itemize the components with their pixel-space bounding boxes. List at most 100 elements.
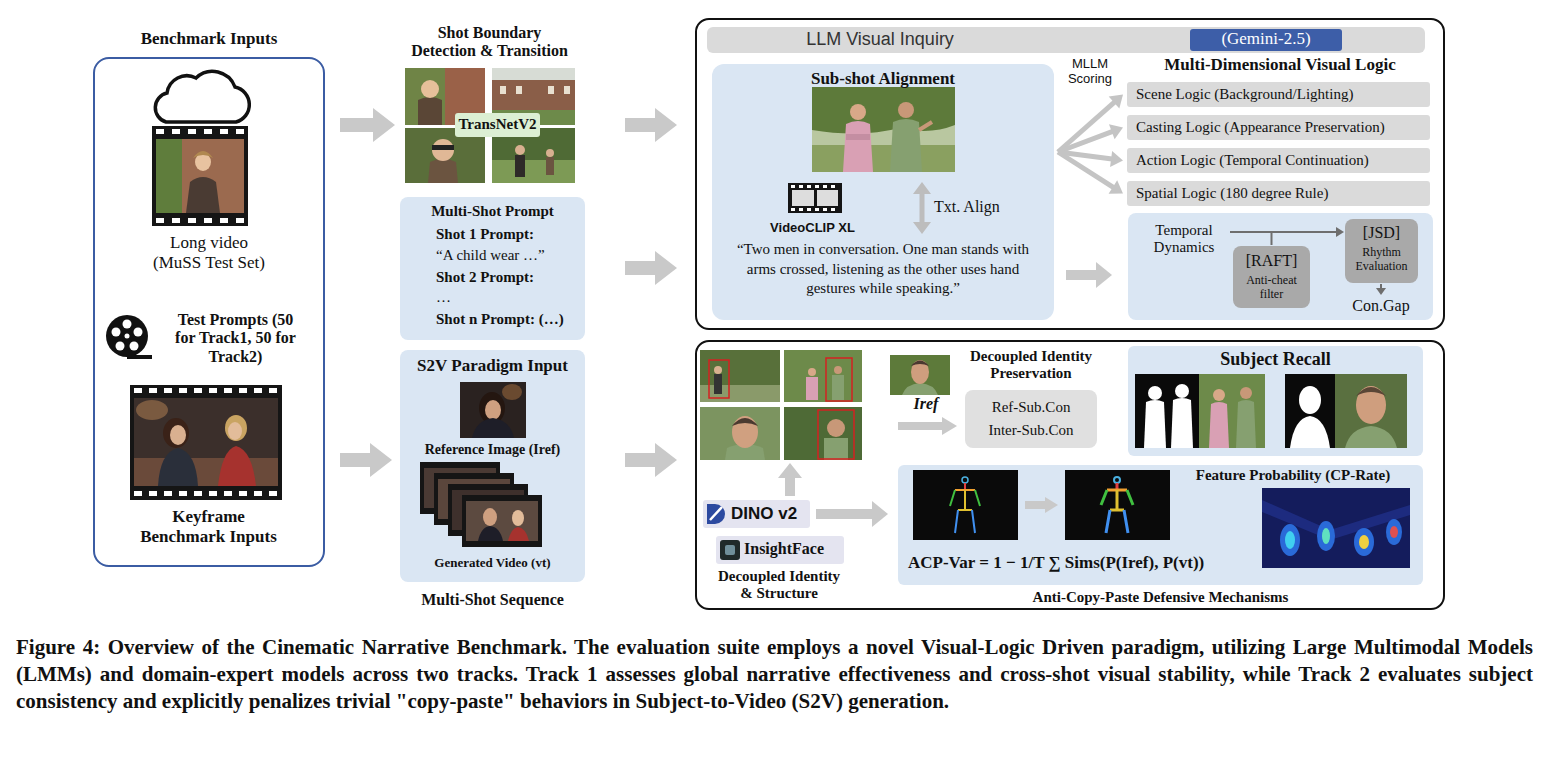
arrow-head <box>655 251 677 285</box>
text-slot: Shot n Prompt: (…) <box>436 311 581 328</box>
connector-line <box>340 118 374 132</box>
node-text: Subject Recall <box>1128 349 1423 370</box>
node-text: Ref-Sub.Con <box>965 399 1097 416</box>
film-icon <box>788 183 842 213</box>
film-strip <box>152 126 248 226</box>
node-text: Shot 1 Prompt: <box>436 226 581 243</box>
detection-frames <box>818 410 854 459</box>
node-text: (Gemini-2.5) <box>1190 30 1342 49</box>
node-text: Anti-cheat filter <box>1236 274 1307 302</box>
node-text: Decoupled Identity & Structure <box>713 568 845 603</box>
node-text: Benchmark Inputs <box>93 29 325 49</box>
detection-frames <box>827 419 845 437</box>
text-slot: VideoCLIP XL <box>765 221 860 236</box>
model-badge: (Gemini-2.5) <box>1190 29 1342 51</box>
mask-images <box>1299 386 1321 414</box>
sub-shot-image <box>850 104 866 120</box>
keyframe-film <box>134 398 278 486</box>
mask-images <box>1335 374 1407 448</box>
detection-frames <box>700 407 780 460</box>
shot-frames <box>564 86 570 94</box>
node-text: MLLM Scoring <box>1062 57 1118 87</box>
keyframe-film <box>134 388 277 496</box>
heatmap <box>1262 488 1410 568</box>
track-panel: Decoupled Identity & Structure DINO v2 Ins… <box>695 340 1445 610</box>
node-text: Spatial Logic (180 degree Rule) <box>1136 185 1426 202</box>
film-strip <box>156 139 182 213</box>
film-reel-icon <box>123 320 132 329</box>
annotation-label: Iref <box>901 395 951 413</box>
flow-line <box>1376 288 1386 295</box>
figure-caption: Figure 4: Overview of the Cinematic Narr… <box>16 634 1533 715</box>
mask-images <box>1148 386 1162 400</box>
text-slot: Decoupled Identity Preservation <box>959 348 1103 383</box>
node-text: VideoCLIP XL <box>765 221 860 236</box>
arrow-head <box>1109 124 1123 139</box>
pose-images <box>913 470 1018 540</box>
shot-frames <box>432 145 454 150</box>
pose-images <box>1110 490 1124 510</box>
sub-shot-image <box>898 102 914 118</box>
text-slot: S2V Paradigm Input <box>405 356 580 376</box>
node-text: InsightFace <box>744 540 842 558</box>
text-slot: Generated Video (vt) <box>405 556 580 571</box>
criterion-box: Spatial Logic (180 degree Rule) <box>1127 181 1430 206</box>
mask-images <box>1209 402 1229 448</box>
box-fill <box>400 197 585 340</box>
keyframe-film <box>158 448 198 486</box>
text-slot: Multi-Shot Prompt <box>405 203 580 220</box>
box-fill <box>965 390 1097 448</box>
node-text: Temporal Dynamics <box>1140 222 1228 257</box>
box-fill <box>1127 181 1430 206</box>
box-fills <box>400 27 1433 585</box>
heatmap <box>1386 519 1402 545</box>
pose-images <box>1025 501 1045 509</box>
connector-arrow <box>1272 227 1345 245</box>
text-slot: LLM Visual Inquiry <box>707 30 1053 50</box>
pose-images <box>955 510 975 533</box>
node-text: Test Prompts (50 for Track1, 50 for Trac… <box>173 311 298 366</box>
mask-images <box>1171 398 1193 448</box>
node-text: Inter-Sub.Con <box>965 422 1097 439</box>
box-fill <box>1190 29 1342 51</box>
reference-image <box>485 400 501 420</box>
text-slot: InsightFace <box>744 540 842 558</box>
pose-images <box>1045 497 1058 513</box>
input-panel: Benchmark InputsLong video (MuSS Test Se… <box>93 57 325 567</box>
process-box: Temporal DynamicsCon.Gap[RAFT]Anti-cheat… <box>1128 213 1433 320</box>
video-frames <box>462 495 542 547</box>
text-slot: Feature Probability (CP-Rate) <box>1173 467 1413 484</box>
model-label: DINO v2 <box>703 500 810 528</box>
text-slot: Long video (MuSS Test Set) <box>145 233 273 272</box>
criterion-box: Casting Logic (Appearance Preservation) <box>1127 115 1430 140</box>
reference-image <box>911 361 929 367</box>
film-icon <box>817 190 838 206</box>
keyframe-film <box>130 385 282 500</box>
track-panel: MLLM ScoringMulti-Dimensional Visual Log… <box>695 18 1445 330</box>
process-box: Feature Probability (CP-Rate)ACP-Var = 1… <box>898 465 1423 585</box>
connector-line <box>816 509 873 519</box>
shot-frames <box>516 86 522 94</box>
box-fills <box>455 113 540 137</box>
reference-image <box>898 422 942 430</box>
reference-image <box>460 382 526 438</box>
text-slot: Reference Image (Iref) <box>405 442 580 458</box>
node-text: Multi-Shot Prompt <box>405 203 580 220</box>
double-arrow <box>920 192 925 224</box>
box-fill <box>716 536 844 564</box>
shot-frames <box>492 80 575 110</box>
shot-frames <box>421 80 439 98</box>
text-slot: Benchmark Inputs <box>93 29 325 49</box>
text-slot: [RAFT] <box>1233 252 1310 270</box>
node-text: Generated Video (vt) <box>405 556 580 571</box>
connector-arrow <box>1058 95 1123 153</box>
detection-frames <box>824 438 848 460</box>
detection-frames <box>784 350 862 402</box>
text-slot: Ref-Sub.Con <box>965 399 1097 416</box>
mask-images <box>1213 389 1225 401</box>
text-slot: Iref <box>901 395 951 413</box>
node-text: Scene Logic (Background/Lighting) <box>1136 86 1426 103</box>
keyframe-film <box>228 422 242 440</box>
box-fill <box>898 465 1423 585</box>
text-slot: Casting Logic (Appearance Preservation) <box>1136 119 1426 136</box>
